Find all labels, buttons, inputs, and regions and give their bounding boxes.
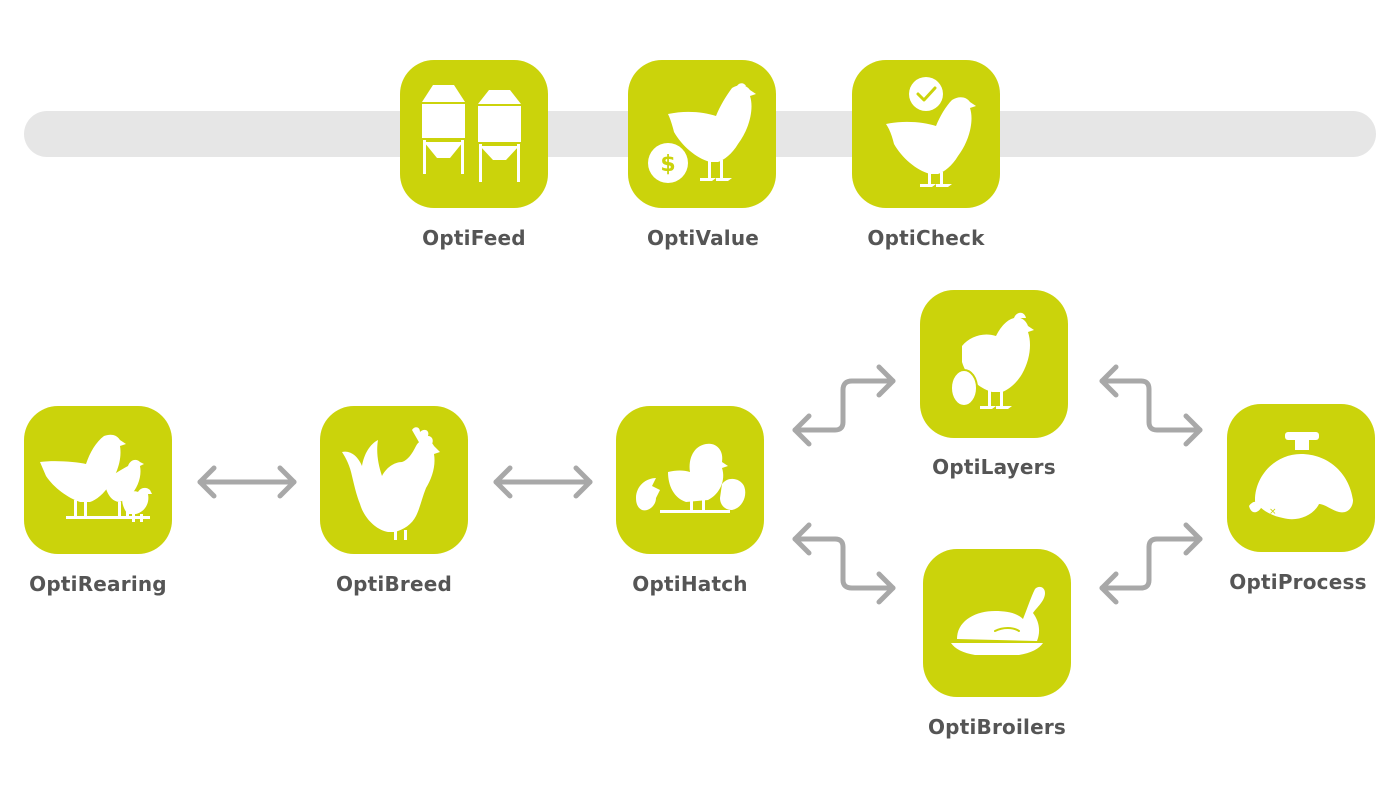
- optihatch-tile[interactable]: [616, 406, 764, 554]
- optiprocess-label: OptiProcess: [1229, 570, 1367, 594]
- optibroilers-label: OptiBroilers: [927, 715, 1067, 739]
- optihatch-label: OptiHatch: [632, 572, 748, 596]
- processing-hook-icon: ×: [1249, 432, 1353, 520]
- opticheck-label: OptiCheck: [867, 226, 985, 250]
- hen-egg-icon: [950, 312, 1034, 409]
- hatch-layers-arrow: [792, 364, 896, 447]
- hatching-chick-icon: [636, 443, 746, 513]
- svg-text:×: ×: [1269, 507, 1277, 517]
- opticheck-tile[interactable]: [852, 60, 1000, 208]
- broilers-process-arrow: [1099, 522, 1203, 605]
- optivalue-label: OptiValue: [646, 226, 760, 250]
- optilayers-tile[interactable]: [920, 290, 1068, 438]
- layers-process-arrow: [1099, 364, 1203, 447]
- optibreed-tile[interactable]: [320, 406, 468, 554]
- breed-hatch-arrow: [493, 465, 593, 499]
- optirearing-label: OptiRearing: [29, 572, 167, 596]
- hatch-broilers-arrow: [792, 522, 896, 605]
- roast-chicken-icon: [951, 586, 1045, 655]
- hen-dollar-icon: $: [648, 83, 756, 183]
- optibreed-label: OptiBreed: [335, 572, 453, 596]
- rooster-icon: [342, 427, 440, 540]
- optifeed-tile[interactable]: [400, 60, 548, 208]
- optivalue-tile[interactable]: $: [628, 60, 776, 208]
- feed-silos-icon: [422, 85, 521, 182]
- hen-check-icon: [886, 77, 976, 187]
- rearing-breed-arrow: [197, 465, 297, 499]
- hen-chicks-icon: [40, 434, 152, 522]
- svg-text:$: $: [660, 152, 675, 177]
- optiprocess-tile[interactable]: ×: [1227, 404, 1375, 552]
- optirearing-tile[interactable]: [24, 406, 172, 554]
- optifeed-label: OptiFeed: [422, 226, 526, 250]
- optibroilers-tile[interactable]: [923, 549, 1071, 697]
- optilayers-label: OptiLayers: [932, 455, 1056, 479]
